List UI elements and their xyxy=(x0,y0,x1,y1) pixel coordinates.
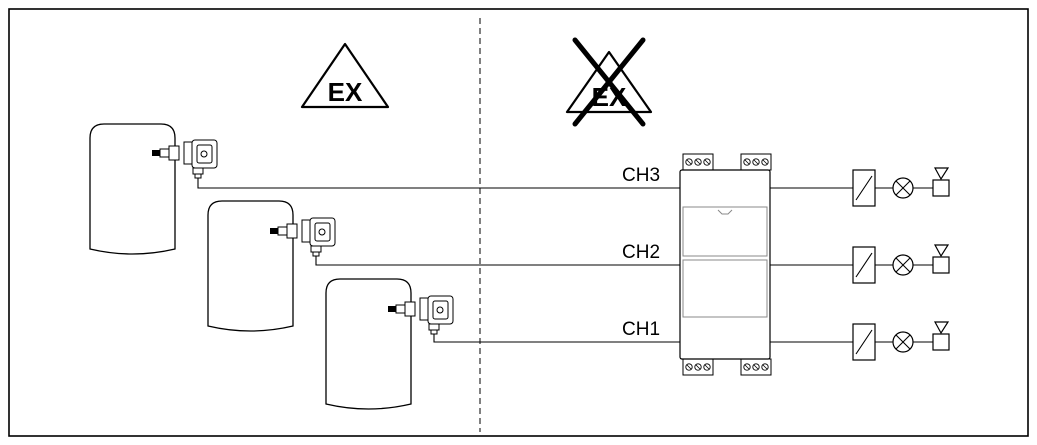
relay-icon xyxy=(852,323,876,361)
channel-label-ch1: CH1 xyxy=(622,319,660,340)
level-sensor xyxy=(388,295,454,335)
tank-outline xyxy=(207,200,294,332)
tank xyxy=(89,123,176,255)
diagram-frame xyxy=(8,8,1029,437)
ex-hazard-icon: EX xyxy=(300,42,390,109)
tank-outline xyxy=(325,278,412,410)
controller-housing xyxy=(679,169,771,360)
level-sensors xyxy=(152,139,454,335)
relay-icon xyxy=(852,246,876,284)
channel-outputs xyxy=(770,167,950,361)
relay-icon xyxy=(852,169,876,207)
channel-label-ch3: CH3 xyxy=(622,165,660,186)
controller-front-upper xyxy=(682,206,768,257)
tank-outline xyxy=(89,123,176,255)
channel-output-ch1 xyxy=(770,321,950,361)
lamp-icon xyxy=(892,177,914,199)
level-sensor xyxy=(152,139,218,179)
channel-output-ch2 xyxy=(770,244,950,284)
horn-icon xyxy=(932,167,950,197)
level-sensor xyxy=(270,217,336,257)
channel-output-ch3 xyxy=(770,167,950,207)
ex-crossed-icon: EX xyxy=(565,37,653,127)
lamp-icon xyxy=(892,254,914,276)
controller-front-lower xyxy=(682,259,768,318)
horn-icon xyxy=(932,244,950,274)
ex-hazard-label: EX xyxy=(328,77,363,107)
controller-module xyxy=(679,153,772,376)
lamp-icon xyxy=(892,331,914,353)
horn-icon xyxy=(932,321,950,351)
channel-label-ch2: CH2 xyxy=(622,242,660,263)
